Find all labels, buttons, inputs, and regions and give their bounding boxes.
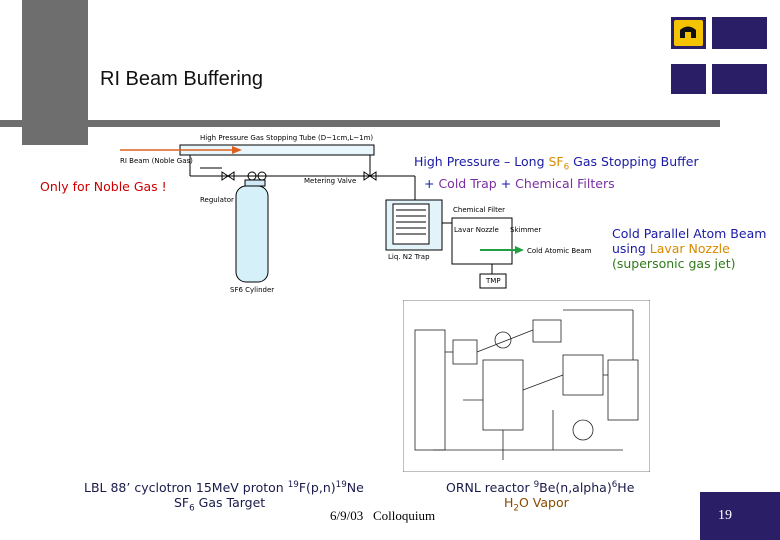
ornl-line2: H2O Vapor bbox=[504, 495, 569, 514]
page-number: 19 bbox=[718, 508, 732, 523]
ornl-line1: ORNL reactor 9Be(n,alpha)6He bbox=[446, 480, 635, 496]
tube-label: High Pressure Gas Stopping Tube (D~1cm,L… bbox=[200, 134, 374, 142]
page-number-badge: 19 bbox=[700, 492, 780, 540]
cold-beam-caption: Cold Parallel Atom Beam using Lavar Nozz… bbox=[612, 226, 767, 271]
logo-emblem-icon bbox=[674, 20, 703, 46]
high-pressure-caption: High Pressure – Long SF6 Gas Stopping Bu… bbox=[414, 154, 714, 191]
noble-gas-note: Only for Noble Gas ! bbox=[40, 179, 167, 194]
cold-atomic-beam-label: Cold Atomic Beam bbox=[527, 247, 592, 255]
cylinder-label: SF6 Cylinder bbox=[230, 286, 275, 294]
beam-label: RI Beam (Noble Gas) bbox=[120, 157, 193, 165]
lbl-caption: LBL 88’ cyclotron 15MeV proton 19F(p,n)1… bbox=[84, 478, 384, 517]
high-pressure-line2: + Cold Trap + Chemical Filters bbox=[424, 175, 615, 191]
metering-valve-label: Metering Valve bbox=[304, 177, 357, 185]
logo-tile-top-right bbox=[712, 17, 767, 49]
slide-title: RI Beam Buffering bbox=[100, 68, 264, 90]
tmp-label: TMP bbox=[486, 277, 501, 285]
footer-event: Colloquium bbox=[372, 508, 436, 523]
lavar-nozzle-label: Lavar Nozzle bbox=[454, 226, 499, 234]
title-underline bbox=[0, 120, 720, 127]
regulator-label: Regulator bbox=[200, 196, 234, 204]
high-pressure-line1: High Pressure – Long SF6 Gas Stopping Bu… bbox=[414, 154, 699, 173]
lbl-line2: SF6 Gas Target bbox=[174, 495, 266, 514]
logo-tile-bottom-right bbox=[712, 64, 767, 94]
lbl-line1: LBL 88’ cyclotron 15MeV proton 19F(p,n)1… bbox=[84, 480, 364, 496]
ornl-caption: ORNL reactor 9Be(n,alpha)6He H2O Vapor bbox=[446, 478, 666, 517]
ln2-trap-label: Liq. N2 Trap bbox=[388, 253, 430, 261]
skimmer-label: Skimmer bbox=[510, 226, 542, 234]
chemical-filter-label: Chemical Filter bbox=[453, 206, 506, 214]
footer: 6/9/03 Colloquium bbox=[330, 508, 435, 524]
footer-date: 6/9/03 bbox=[330, 508, 364, 523]
apparatus-diagram bbox=[120, 144, 524, 289]
logo-tile-bottom-left bbox=[671, 64, 706, 94]
ornl-schematic bbox=[403, 300, 650, 472]
